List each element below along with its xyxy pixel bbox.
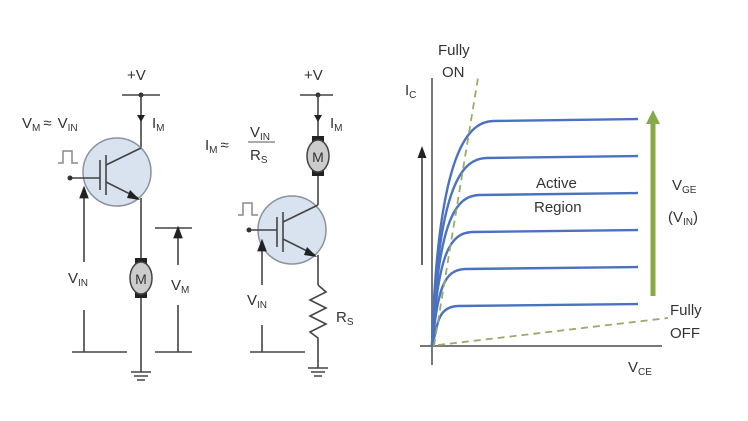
active-region-label-2: Region — [534, 199, 582, 216]
fully-off-line — [437, 317, 669, 346]
current-relation-numerator: VIN — [250, 124, 270, 143]
ground-icon — [308, 367, 328, 377]
y-axis-label: IC — [405, 82, 416, 101]
current-relation-lhs: IM≈ — [205, 137, 229, 156]
characteristic-curve-5 — [430, 154, 639, 347]
igbt-transistor-icon — [82, 137, 152, 207]
circuit-high-side-motor: +V IM IM≈ VIN RS M RS — [205, 67, 354, 377]
input-voltage-label: VIN — [68, 270, 88, 289]
motor-icon: M — [306, 136, 330, 176]
fully-off-label-2: OFF — [670, 325, 700, 342]
active-region-label-1: Active — [536, 175, 577, 192]
characteristic-curve-6 — [430, 117, 639, 347]
svg-text:M: M — [312, 149, 324, 165]
current-label: IM — [330, 115, 343, 134]
fully-off-label-1: Fully — [670, 302, 702, 319]
vge-label: VGE — [672, 177, 697, 196]
current-relation-denominator: RS — [250, 147, 268, 166]
curve-group — [430, 117, 639, 347]
circuit-low-side-motor: +V IM VM≈VIN M VIN — [22, 67, 192, 381]
characteristic-curve-3 — [430, 228, 639, 347]
motor-voltage-label: VM — [171, 277, 189, 296]
vge-arrow-head-icon — [646, 110, 660, 124]
igbt-characteristics-graph: IC VCE Fully ON Active Region VGE (VIN) … — [405, 42, 702, 378]
resistor-label: RS — [336, 309, 354, 328]
voltage-relation: VM≈VIN — [22, 115, 78, 134]
resistor-icon — [308, 284, 328, 368]
current-label: IM — [152, 115, 165, 134]
fully-on-line — [433, 77, 479, 347]
igbt-transistor-icon — [257, 195, 327, 265]
x-axis-label: VCE — [628, 359, 652, 378]
vin-label: (VIN) — [668, 209, 698, 228]
ground-icon — [131, 371, 151, 381]
current-arrow-icon — [314, 115, 322, 122]
svg-text:M: M — [135, 271, 147, 287]
fully-on-label-2: ON — [442, 64, 465, 81]
supply-label: +V — [127, 67, 146, 84]
pulse-icon — [238, 202, 258, 216]
input-voltage-label: VIN — [247, 292, 267, 311]
motor-icon: M — [129, 258, 153, 298]
supply-label: +V — [304, 67, 323, 84]
pulse-icon — [58, 150, 78, 164]
fully-on-label-1: Fully — [438, 42, 470, 59]
current-arrow-icon — [137, 115, 145, 122]
